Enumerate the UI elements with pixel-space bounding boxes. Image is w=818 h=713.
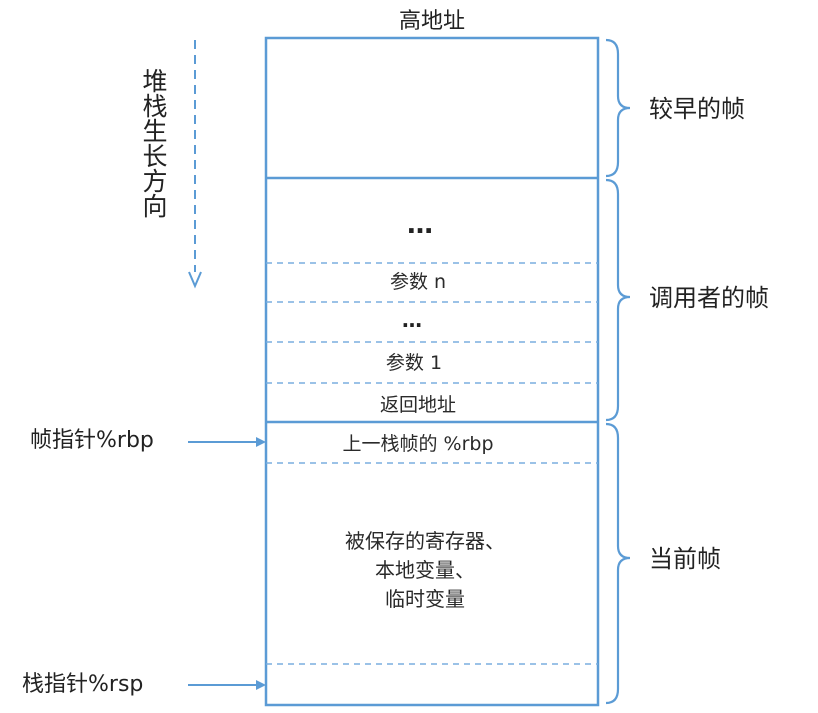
param-n-cell: 参数 n	[389, 271, 447, 293]
current-frame-label: 当前帧	[649, 545, 721, 573]
caller-ellipsis: …	[407, 210, 433, 240]
current-frame-brace	[605, 422, 631, 705]
saved-registers-cell: 被保存的寄存器、 本地变量、 临时变量	[345, 527, 505, 614]
stack-outline	[264, 36, 600, 707]
growth-direction-label: 堆栈生长方向	[139, 68, 168, 218]
caller-frame-label: 调用者的帧	[649, 284, 769, 312]
cell-dividers	[266, 262, 598, 665]
saved-registers-line: 被保存的寄存器、	[345, 529, 505, 553]
param-1-cell: 参数 1	[385, 352, 443, 374]
frame-pointer-label: 帧指针%rbp	[30, 428, 154, 453]
growth-direction-arrowhead	[188, 271, 202, 289]
param-ellipsis: …	[402, 308, 422, 332]
prev-frame-rbp-cell: 上一栈帧的 %rbp	[342, 433, 494, 455]
earlier-frame-brace	[605, 38, 631, 178]
stack-pointer-label: 栈指针%rsp	[22, 672, 144, 697]
temp-variables-line: 临时变量	[385, 587, 465, 611]
local-variables-line: 本地变量、	[375, 558, 475, 582]
high-address-label: 高地址	[398, 9, 466, 34]
earlier-frame-label: 较早的帧	[649, 95, 745, 123]
caller-frame-brace	[605, 178, 631, 422]
return-address-cell: 返回地址	[379, 394, 457, 416]
